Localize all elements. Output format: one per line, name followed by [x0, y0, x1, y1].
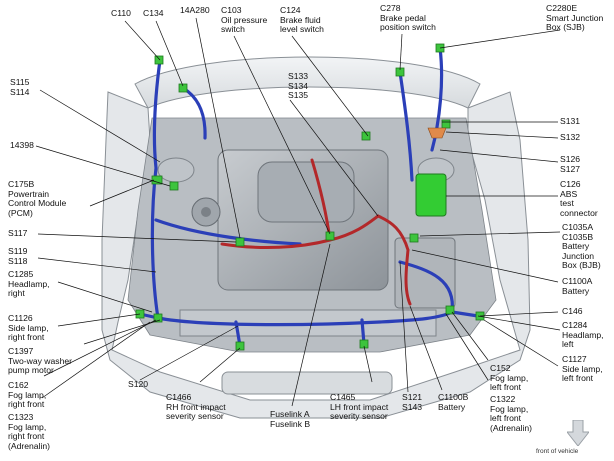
- label-c175b: C175B Powertrain Control Module (PCM): [8, 179, 67, 218]
- label-c103: C103 Oil pressure switch: [221, 5, 268, 35]
- front-of-vehicle-label: front of vehicle: [536, 448, 579, 455]
- strut-tower-right: [157, 157, 195, 183]
- hood: [134, 56, 481, 109]
- label-s117: S117: [8, 228, 28, 238]
- label-s119: S119 S118: [8, 246, 28, 266]
- label-s120: S120: [128, 379, 149, 389]
- down-arrow-icon: [567, 420, 589, 446]
- label-s115: S115 S114: [10, 77, 30, 97]
- label-c134: C134: [143, 8, 164, 18]
- label-c152: C152 Fog lamp, left front: [490, 363, 529, 393]
- label-c1100b: C1100B Battery: [438, 392, 469, 412]
- label-c1323: C1323 Fog lamp, right front (Adrenalin): [8, 412, 51, 451]
- label-c124: C124 Brake fluid level switch: [280, 5, 324, 35]
- leader-lines: [35, 17, 561, 407]
- label-c2280e: C2280E Smart Junction Box (SJB): [546, 3, 604, 33]
- brake-booster-connector: [427, 127, 447, 139]
- label-c1126: C1126 Side lamp, right front: [8, 313, 49, 343]
- label-s131: S131: [560, 116, 581, 126]
- label-c126: C126 ABS test connector: [560, 179, 598, 218]
- abs-module: [415, 173, 447, 217]
- harness-blue: [138, 46, 480, 348]
- label-c1035: C1035A C1035B Battery Junction Box (BJB): [562, 222, 601, 271]
- label-s121: S121 S143: [402, 392, 423, 412]
- label-s126: S126 S127: [560, 154, 581, 174]
- label-c1397: C1397 Two-way washer pump motor: [8, 346, 72, 376]
- label-s133: S133 S134 S135: [288, 71, 309, 101]
- label-s132: S132: [560, 132, 581, 142]
- grille: [221, 371, 393, 395]
- pulley-hub: [201, 207, 211, 217]
- label-c1322: C1322 Fog lamp, left front (Adrenalin): [490, 394, 533, 433]
- label-c1284: C1284 Headlamp, left: [562, 320, 604, 350]
- label-c1466: C1466 RH front impact severity sensor: [166, 392, 226, 422]
- label-c278: C278 Brake pedal position switch: [380, 3, 436, 33]
- intake-manifold: [257, 161, 355, 223]
- label-c110: C110: [111, 8, 131, 18]
- label-c1100a: C1100A Battery: [562, 276, 593, 296]
- label-c1285: C1285 Headlamp, right: [8, 269, 50, 299]
- label-fuselink: Fuselink A Fuselink B: [270, 409, 311, 429]
- label-c1127: C1127 Side lamp, left front: [562, 354, 603, 384]
- label-14a280: 14A280: [180, 5, 210, 15]
- label-14398: 14398: [10, 140, 34, 150]
- label-c146: C146: [562, 306, 583, 316]
- label-c1465: C1465 LH front impact severity sensor: [330, 392, 389, 422]
- battery: [394, 237, 456, 309]
- label-c162: C162 Fog lamp, right front: [8, 380, 47, 410]
